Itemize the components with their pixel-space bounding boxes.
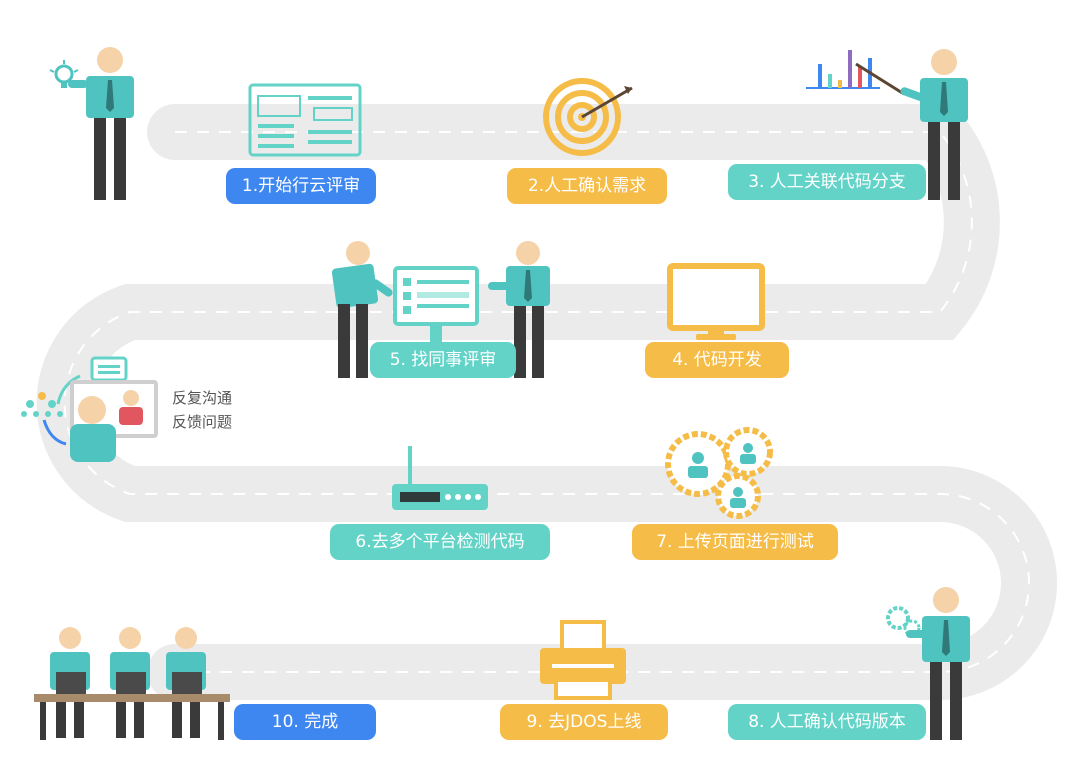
team-at-desk <box>34 627 230 740</box>
person-confirm <box>906 587 970 740</box>
person-start <box>68 47 134 200</box>
communication-scene <box>21 374 158 462</box>
step-2-label: 2.人工确认需求 <box>507 168 667 204</box>
chart-icon <box>806 50 905 96</box>
step-5-label: 5. 找同事评审 <box>370 342 516 378</box>
desk <box>34 694 230 702</box>
monitor-icon <box>667 263 765 340</box>
laptop-icon <box>56 672 202 694</box>
person-reviewer-left <box>331 241 393 378</box>
feedback-note: 反复沟通 反馈问题 <box>172 386 232 434</box>
step-8-label: 8. 人工确认代码版本 <box>728 704 926 740</box>
step-1-label: 1.开始行云评审 <box>226 168 376 204</box>
feedback-note-line-2: 反馈问题 <box>172 413 233 431</box>
feedback-note-line-1: 反复沟通 <box>172 389 233 407</box>
lightbulb-icon <box>49 60 79 88</box>
road <box>36 104 1057 700</box>
printer-icon <box>540 620 626 700</box>
step-4-label: 4. 代码开发 <box>645 342 789 378</box>
step-7-label: 7. 上传页面进行测试 <box>632 524 838 560</box>
monitor-review-icon <box>393 266 479 342</box>
step-9-label: 9. 去JDOS上线 <box>500 704 668 740</box>
person-presenter <box>900 49 968 200</box>
step-3-label: 3. 人工关联代码分支 <box>728 164 926 200</box>
target-icon <box>543 78 633 156</box>
router-icon <box>392 446 488 510</box>
document-icon <box>248 83 362 157</box>
person-reviewer-right <box>488 241 550 378</box>
chat-icon <box>90 356 128 382</box>
step-6-label: 6.去多个平台检测代码 <box>330 524 550 560</box>
gears-team-icon <box>665 427 773 519</box>
step-10-label: 10. 完成 <box>234 704 376 740</box>
